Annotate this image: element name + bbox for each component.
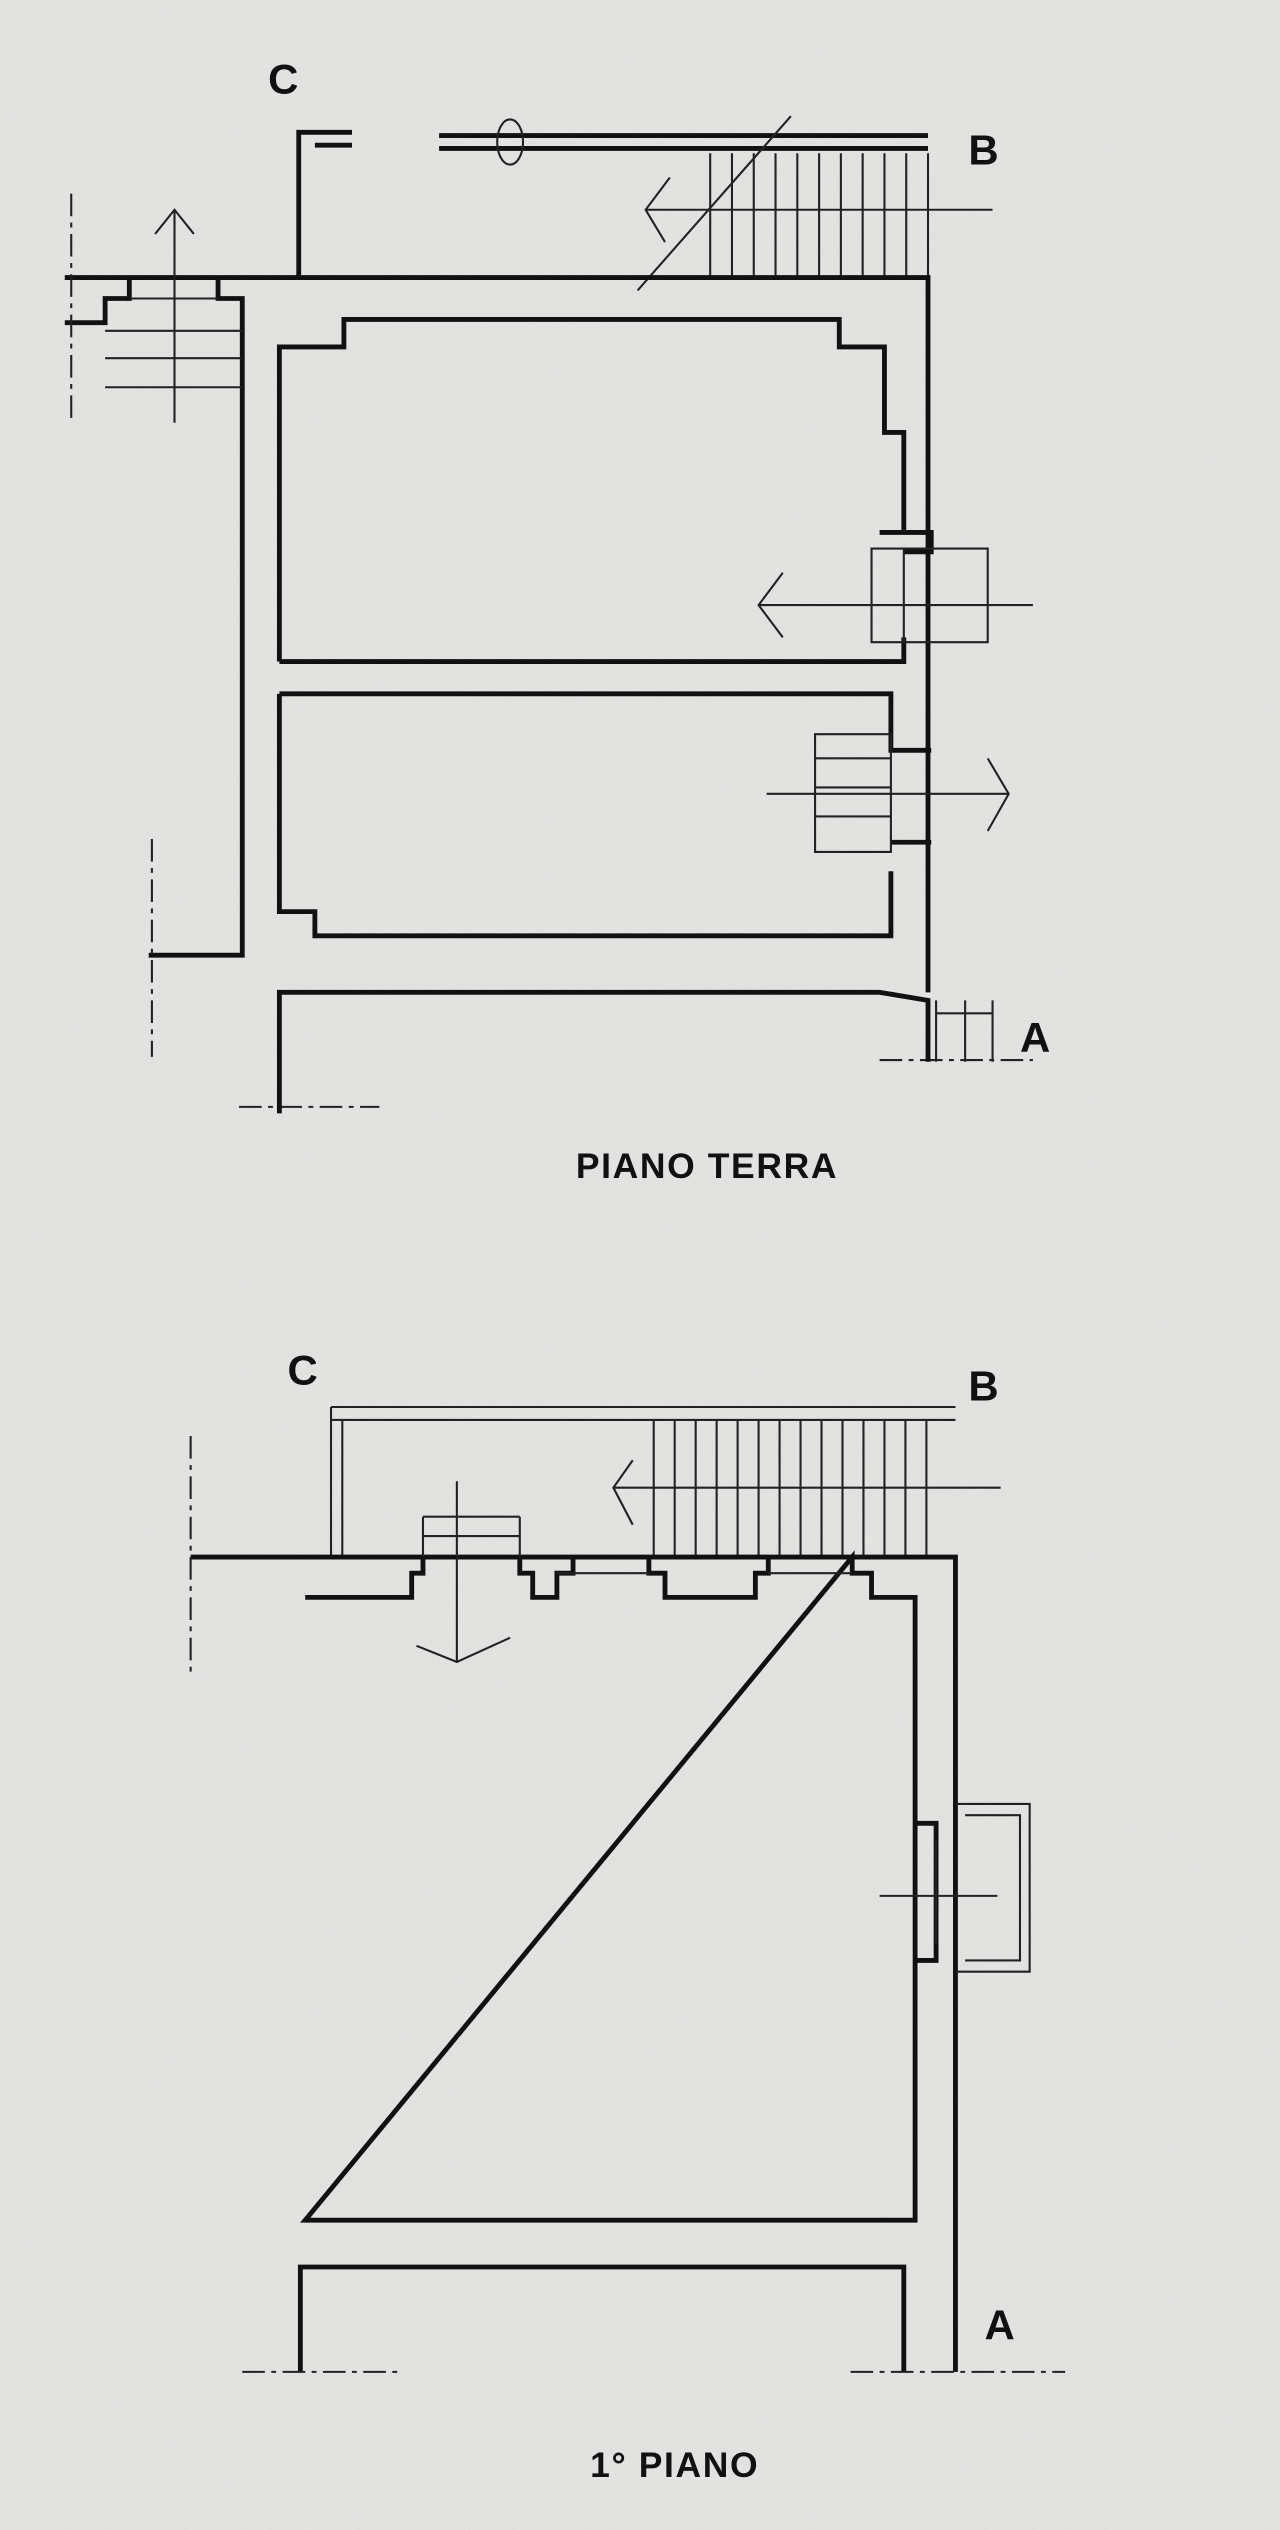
label-b-ground: B — [968, 127, 998, 174]
label-a-ground: A — [1020, 1014, 1050, 1061]
column-mark — [496, 118, 525, 166]
ground-floor-plan: C B A PIANO TERRA — [64, 56, 1050, 1186]
first-floor-plan: C B A 1° PIANO — [189, 1346, 1066, 2485]
label-b-first: B — [968, 1363, 998, 1410]
ground-floor-title: PIANO TERRA — [576, 1146, 838, 1186]
label-c-ground: C — [268, 56, 298, 103]
first-floor-title: 1° PIANO — [590, 2445, 759, 2485]
label-a-first: A — [984, 2302, 1014, 2349]
label-c-first: C — [287, 1346, 317, 1393]
stair-treads — [709, 153, 930, 278]
